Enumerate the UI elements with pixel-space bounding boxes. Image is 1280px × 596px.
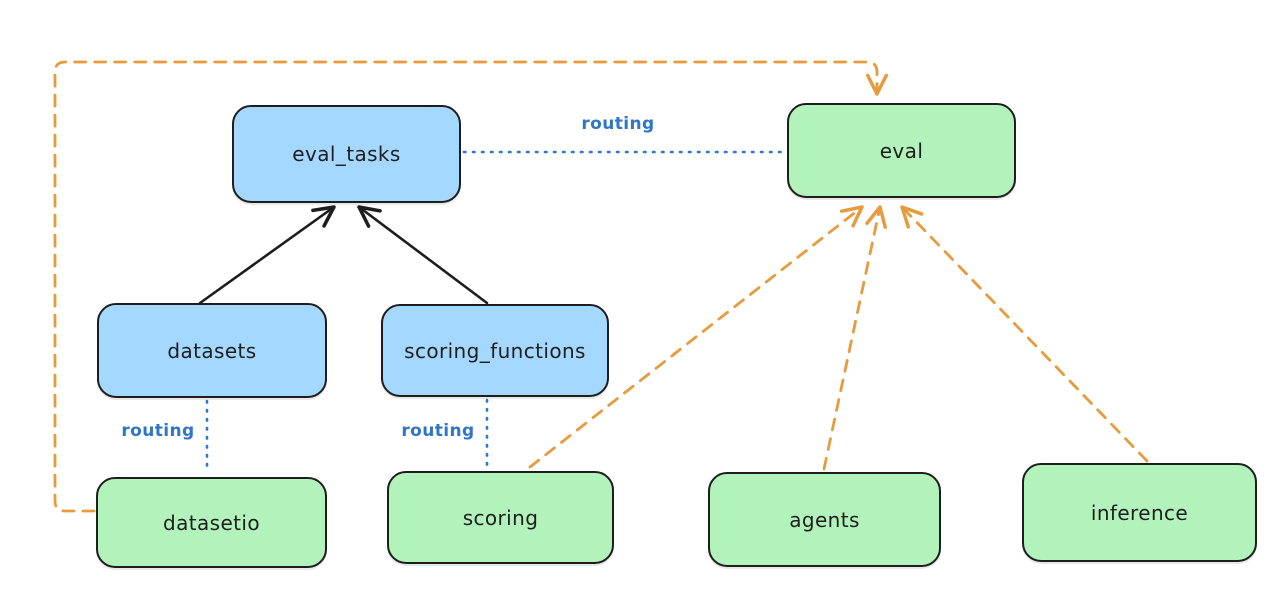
node-datasets: datasets [97,303,327,398]
node-agents-label: agents [789,507,860,532]
node-datasets-label: datasets [167,338,257,363]
routing-label-scoring-functions-scoring: routing [401,421,475,441]
node-scoring: scoring [387,471,614,564]
edge-datasetio-to-eval [53,60,889,513]
node-inference-label: inference [1090,500,1189,525]
node-eval: eval [787,103,1016,198]
node-scoring-label: scoring [462,505,539,530]
edge-datasets-to-eval_tasks [198,205,336,305]
node-agents: agents [708,472,941,567]
edge-scoring-to-eval [528,205,864,469]
node-eval-tasks: eval_tasks [232,105,461,203]
node-scoring-functions: scoring_functions [381,304,609,397]
node-scoring-functions-label: scoring_functions [404,338,586,363]
node-inference: inference [1022,463,1257,562]
node-datasetio-label: datasetio [162,510,260,535]
node-eval-tasks-label: eval_tasks [292,142,401,166]
routing-label-datasets-datasetio: routing [121,421,195,441]
edge-inference-to-eval [900,205,1149,463]
node-datasetio: datasetio [96,477,327,568]
node-eval-label: eval [879,138,924,163]
routing-label-eval-tasks-eval: routing [581,114,655,134]
edge-scoring_functions-to-eval_tasks [357,205,489,305]
edge-agents-to-eval [822,205,887,471]
